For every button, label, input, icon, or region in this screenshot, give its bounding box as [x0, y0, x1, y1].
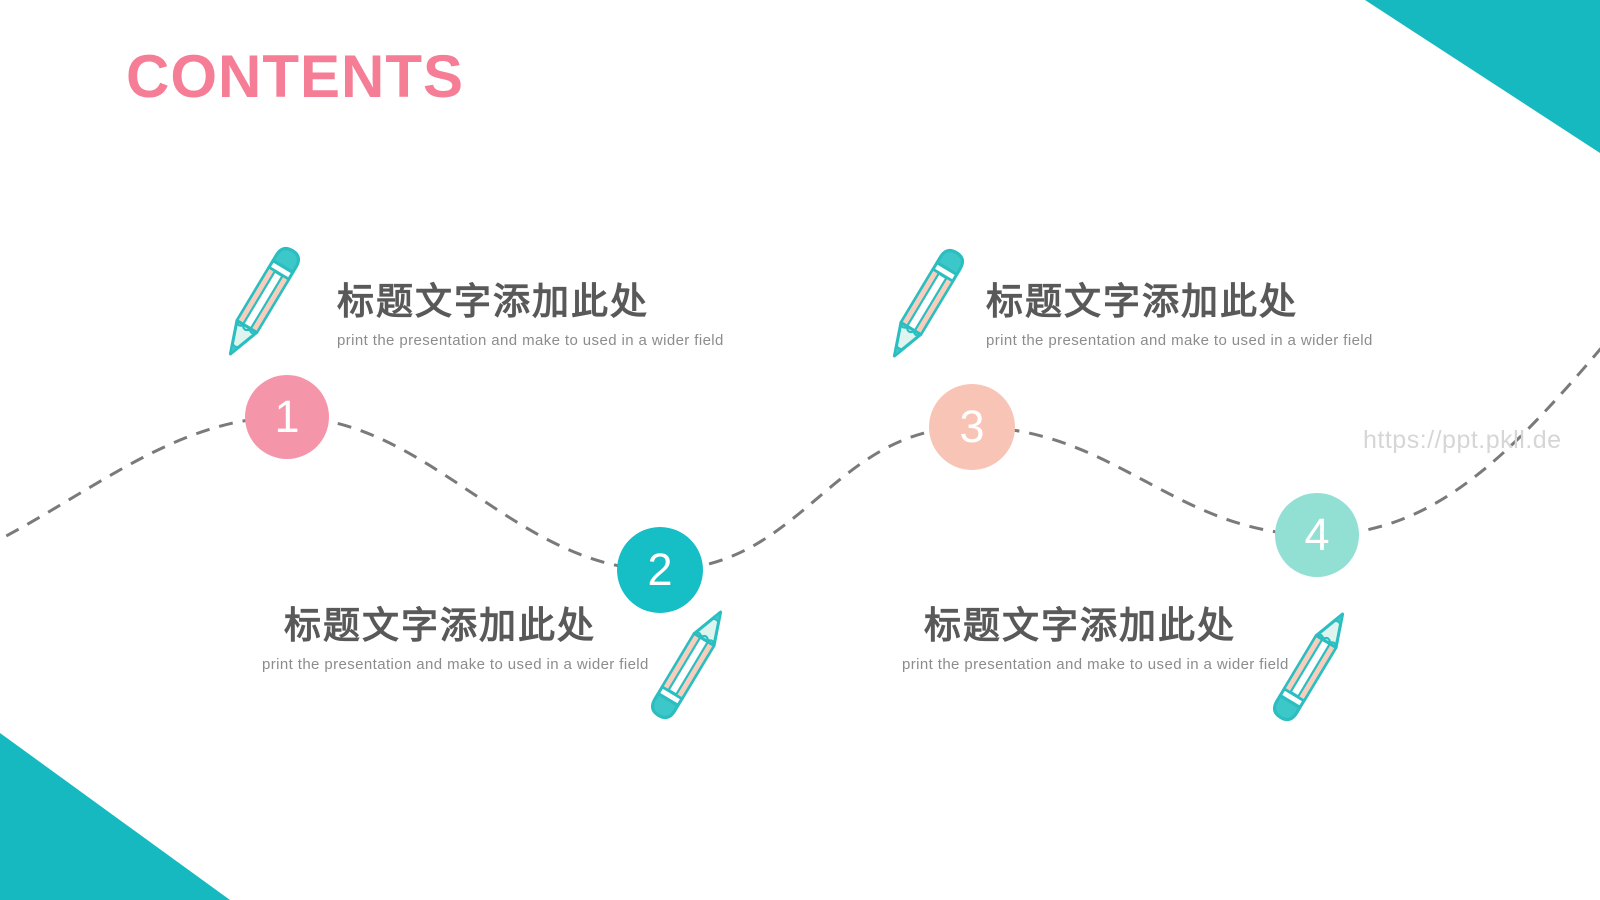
toc-item-title: 标题文字添加此处: [284, 605, 596, 646]
corner-triangle-top-right: [1365, 0, 1600, 153]
toc-item-3[interactable]: 标题文字添加此处 print the presentation and make…: [986, 281, 1373, 349]
watermark-url: https://ppt.pkll.de: [1363, 426, 1562, 454]
pencil-icon: [228, 246, 301, 356]
step-number: 3: [959, 401, 985, 452]
step-number: 4: [1304, 509, 1330, 560]
toc-item-subtitle: print the presentation and make to used …: [902, 655, 1289, 673]
toc-item-1[interactable]: 标题文字添加此处 print the presentation and make…: [337, 281, 724, 349]
pencil-icon: [650, 610, 723, 720]
step-number: 2: [647, 544, 673, 595]
dashed-wave-line: [0, 347, 1600, 572]
toc-item-subtitle: print the presentation and make to used …: [986, 331, 1373, 349]
step-circle-1[interactable]: 1: [245, 375, 329, 459]
pencil-icon: [892, 248, 965, 358]
step-circle-2[interactable]: 2: [617, 527, 703, 613]
toc-item-subtitle: print the presentation and make to used …: [337, 331, 724, 349]
step-circle-3[interactable]: 3: [929, 384, 1015, 470]
toc-item-subtitle: print the presentation and make to used …: [262, 655, 649, 673]
page-title: CONTENTS: [126, 43, 464, 110]
toc-item-title: 标题文字添加此处: [337, 281, 649, 322]
pencil-icon: [1272, 612, 1345, 722]
toc-item-title: 标题文字添加此处: [986, 281, 1298, 322]
step-number: 1: [274, 391, 300, 442]
step-circle-4[interactable]: 4: [1275, 493, 1359, 577]
toc-item-4[interactable]: 标题文字添加此处 print the presentation and make…: [902, 605, 1289, 673]
toc-item-2[interactable]: 标题文字添加此处 print the presentation and make…: [262, 605, 649, 673]
toc-item-title: 标题文字添加此处: [924, 605, 1236, 646]
corner-triangle-bottom-left: [0, 733, 230, 900]
